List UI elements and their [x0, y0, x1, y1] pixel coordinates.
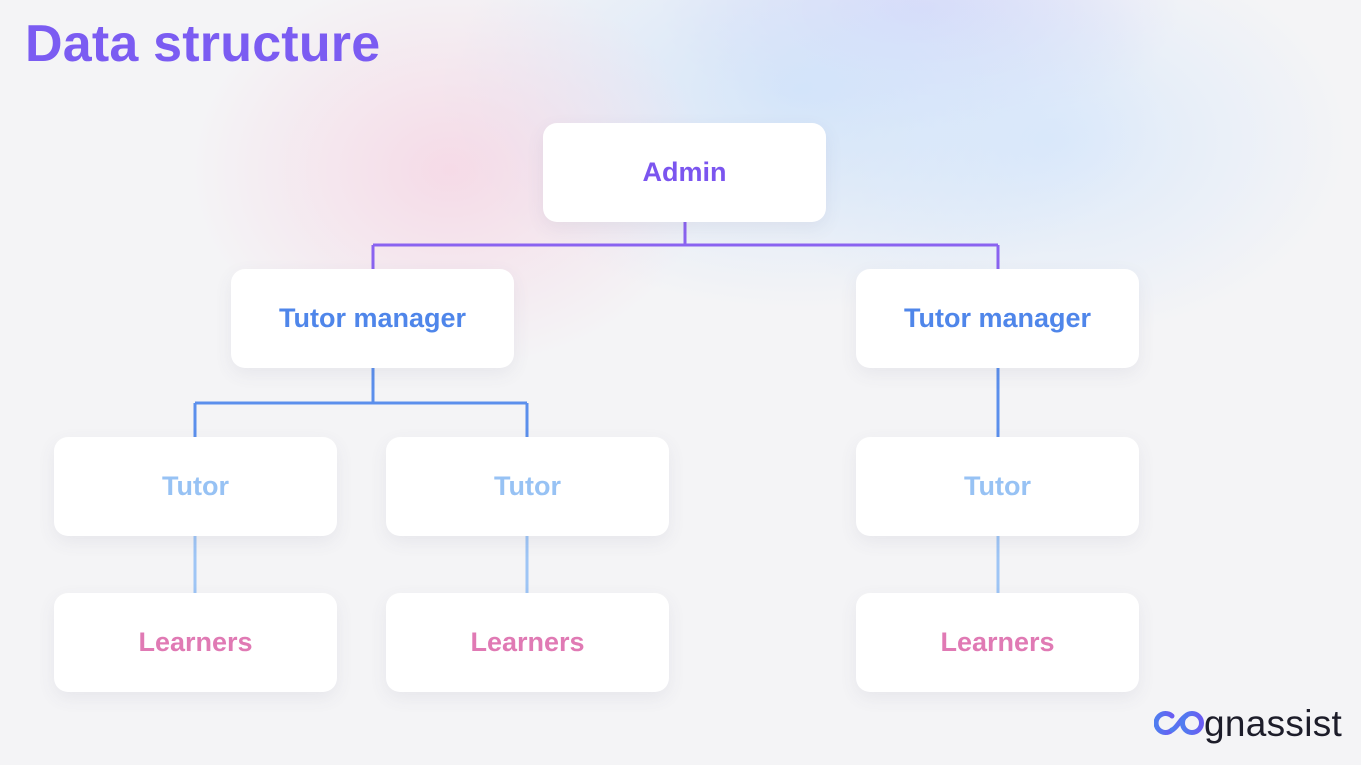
- logo-wordmark: gnassist: [1204, 702, 1343, 744]
- node-learners-3: Learners: [856, 593, 1139, 692]
- node-admin-label: Admin: [642, 157, 727, 187]
- co-infinity-mark-icon: [1154, 711, 1204, 735]
- slide-title: Data structure: [25, 15, 381, 73]
- node-learners-2: Learners: [386, 593, 669, 692]
- node-tutor-manager-1: Tutor manager: [231, 269, 514, 368]
- cognassist-logo: gnassist: [1154, 698, 1342, 748]
- node-learners-2-label: Learners: [470, 627, 585, 657]
- node-tutor-1: Tutor: [54, 437, 337, 536]
- node-tutor-3-label: Tutor: [964, 471, 1031, 501]
- node-tutor-3: Tutor: [856, 437, 1139, 536]
- node-learners-3-label: Learners: [940, 627, 1055, 657]
- connector-admin-managers: [371, 222, 1000, 269]
- node-admin: Admin: [543, 123, 826, 222]
- node-tutor-1-label: Tutor: [162, 471, 229, 501]
- node-tutor-manager-1-label: Tutor manager: [278, 303, 467, 333]
- node-tutor-2: Tutor: [386, 437, 669, 536]
- connector-manager1-tutors: [193, 367, 529, 437]
- node-learners-1: Learners: [54, 593, 337, 692]
- node-tutor-manager-2: Tutor manager: [856, 269, 1139, 368]
- node-tutor-manager-2-label: Tutor manager: [903, 303, 1092, 333]
- node-learners-1-label: Learners: [138, 627, 253, 657]
- node-tutor-2-label: Tutor: [494, 471, 561, 501]
